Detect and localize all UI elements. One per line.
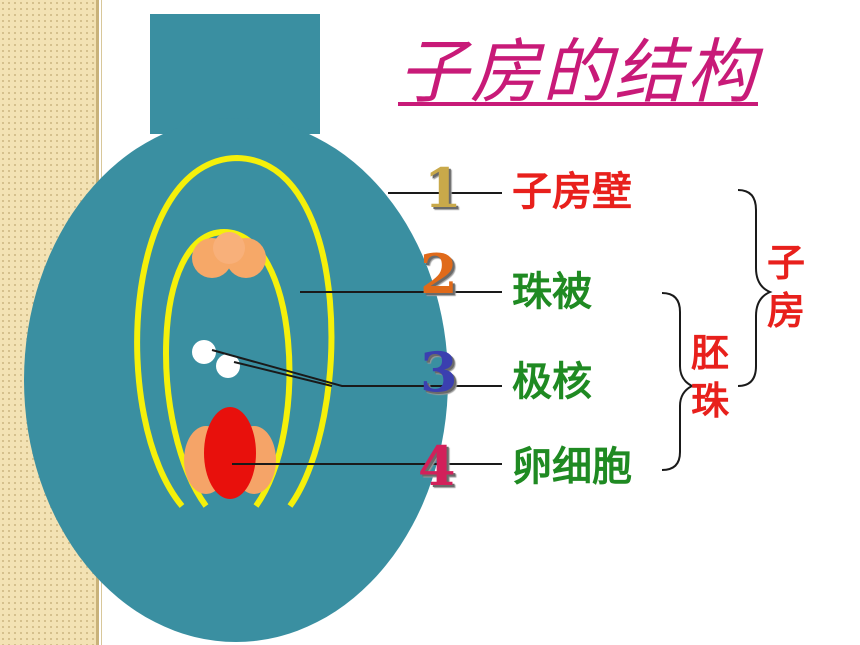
group-label-char: 房 — [766, 291, 805, 333]
ovary-brace — [737, 189, 773, 387]
leader-lines — [211, 192, 502, 465]
group-label-char: 珠 — [690, 381, 729, 423]
label-egg-cell: 卵细胞 — [512, 445, 632, 489]
group-label-ovary: 子 房 — [762, 240, 810, 336]
inner-integument — [163, 228, 293, 508]
polar-nucleus — [216, 354, 240, 378]
group-label-char: 胚 — [690, 333, 729, 375]
polar-nucleus — [192, 340, 216, 364]
antipodal-cells — [192, 232, 266, 278]
marker-number-4: 4 — [418, 434, 456, 498]
leader-line-3b — [233, 361, 333, 387]
ovule-brace — [661, 292, 695, 471]
marker-number-1: 1 — [424, 156, 462, 220]
egg-cell — [204, 407, 256, 499]
group-label-ovule: 胚 珠 — [686, 330, 734, 426]
group-label-char: 子 — [766, 243, 805, 285]
slide-title: 子房的结构 — [398, 31, 758, 113]
leader-line-3a — [211, 349, 502, 387]
marker-number-2: 2 — [420, 242, 458, 306]
label-ovary-wall: 子房壁 — [512, 170, 632, 214]
label-integument: 珠被 — [512, 270, 592, 314]
label-polar-nuclei: 极核 — [512, 360, 592, 404]
marker-number-3: 3 — [420, 340, 458, 404]
style-neck — [150, 14, 320, 134]
ovary-wall — [24, 118, 448, 642]
